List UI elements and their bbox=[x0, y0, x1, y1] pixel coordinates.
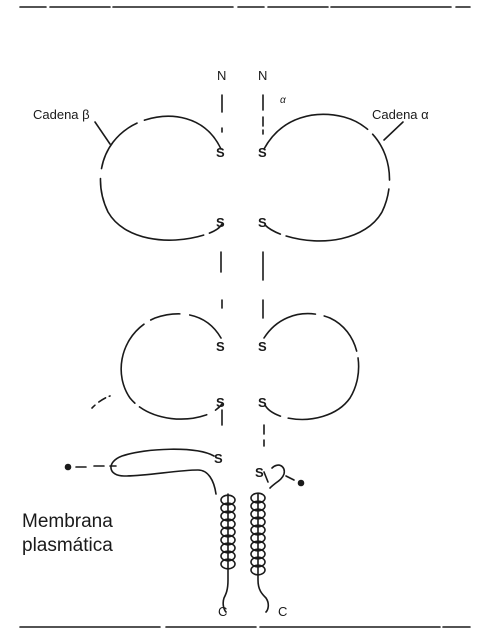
left-domain-1-loop bbox=[100, 116, 222, 240]
leader-left bbox=[95, 122, 110, 144]
disulfide-s-left-3: S bbox=[216, 340, 225, 353]
n-terminal-right: N bbox=[258, 69, 267, 82]
right-anchor-loop bbox=[270, 465, 284, 488]
left-domain-2-loop bbox=[121, 314, 222, 419]
left-transmembrane-coil bbox=[221, 494, 235, 612]
left-anchor-loop bbox=[111, 449, 216, 494]
c-terminal-right: C bbox=[278, 605, 287, 618]
chain-alpha-label: Cadena α bbox=[372, 108, 429, 121]
right-domain-2-loop bbox=[264, 314, 359, 420]
right-domain-1-loop bbox=[264, 114, 390, 241]
disulfide-s-right-5: S bbox=[255, 466, 264, 479]
left-anchor-dash bbox=[76, 466, 116, 467]
right-anchor-dot bbox=[298, 480, 305, 487]
disulfide-s-right-1: S bbox=[258, 146, 267, 159]
c-terminal-left: C bbox=[218, 605, 227, 618]
disulfide-s-left-5: S bbox=[214, 452, 223, 465]
leader-right bbox=[384, 122, 403, 140]
right-stem-join bbox=[264, 472, 268, 482]
left-connector-a bbox=[221, 252, 222, 308]
right-transmembrane-coil bbox=[251, 493, 268, 612]
membrane-label: Membrana plasmática bbox=[22, 510, 113, 558]
disulfide-s-left-1: S bbox=[216, 146, 225, 159]
n-terminal-left: N bbox=[217, 69, 226, 82]
disulfide-s-left-4: S bbox=[216, 396, 225, 409]
disulfide-s-right-2: S bbox=[258, 216, 267, 229]
chain-beta-label: Cadena β bbox=[33, 108, 90, 121]
left-stub bbox=[92, 396, 110, 408]
disulfide-s-right-4: S bbox=[258, 396, 267, 409]
disulfide-s-right-3: S bbox=[258, 340, 267, 353]
alpha-subscript: α bbox=[280, 96, 286, 106]
left-anchor-dot bbox=[65, 464, 72, 471]
disulfide-s-left-2: S bbox=[216, 216, 225, 229]
right-anchor-dash bbox=[286, 476, 294, 480]
